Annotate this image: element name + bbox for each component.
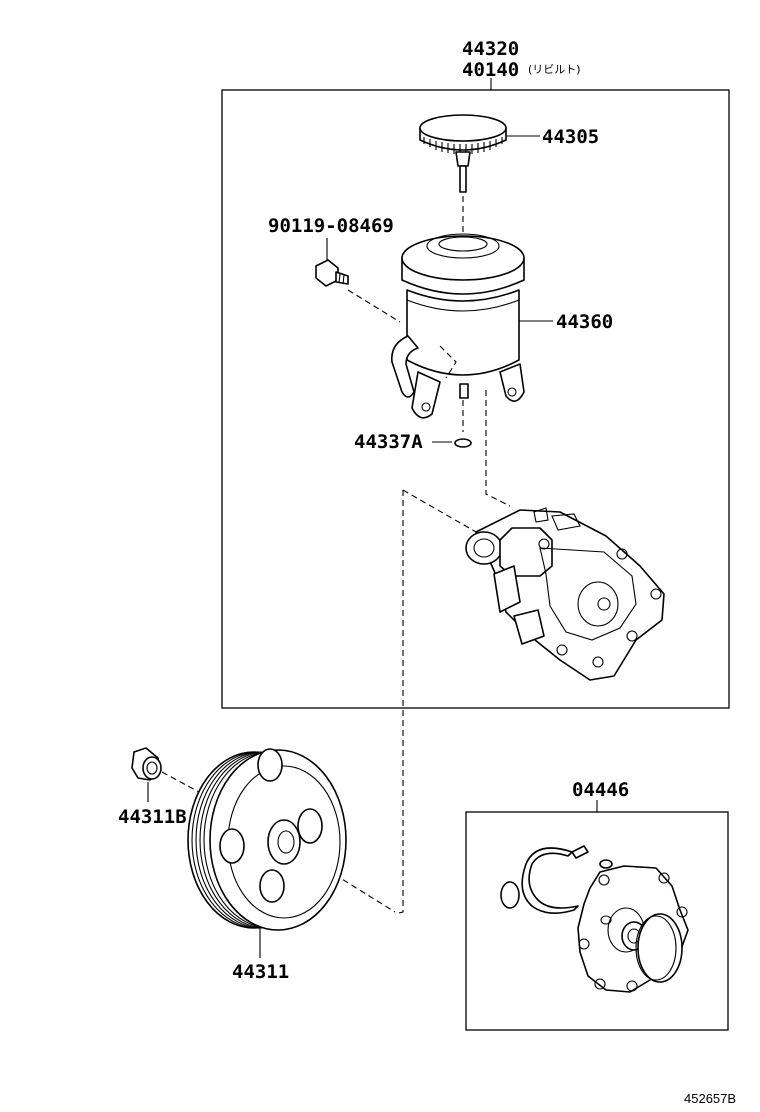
pump-assembly-box xyxy=(221,89,730,709)
callout-90119-08469[interactable]: 90119-08469 xyxy=(268,215,394,237)
bolt-icon xyxy=(315,259,349,287)
callout-04446[interactable]: 04446 xyxy=(572,779,629,801)
callout-44360[interactable]: 44360 xyxy=(556,311,613,333)
power-steering-pump-icon xyxy=(465,507,665,681)
diagram-reference-code: 452657B xyxy=(684,1091,736,1106)
gasket-kit-box xyxy=(465,811,729,1031)
pulley-nut-icon xyxy=(131,747,162,781)
pulley-icon xyxy=(187,748,347,931)
reservoir-tank-icon xyxy=(391,233,525,419)
callout-44311B[interactable]: 44311B xyxy=(118,806,187,828)
reservoir-cap-icon xyxy=(419,114,507,193)
assembly-number-40140[interactable]: 40140 xyxy=(462,59,519,81)
o-ring-icon xyxy=(454,438,472,448)
callout-44311[interactable]: 44311 xyxy=(232,961,289,983)
callout-44337A[interactable]: 44337A xyxy=(354,431,423,453)
callout-44305[interactable]: 44305 xyxy=(542,126,599,148)
gasket-kit-icon xyxy=(500,845,689,993)
assembly-number-44320[interactable]: 44320 xyxy=(462,38,519,60)
rebuilt-note: (リビルト) xyxy=(528,63,581,76)
